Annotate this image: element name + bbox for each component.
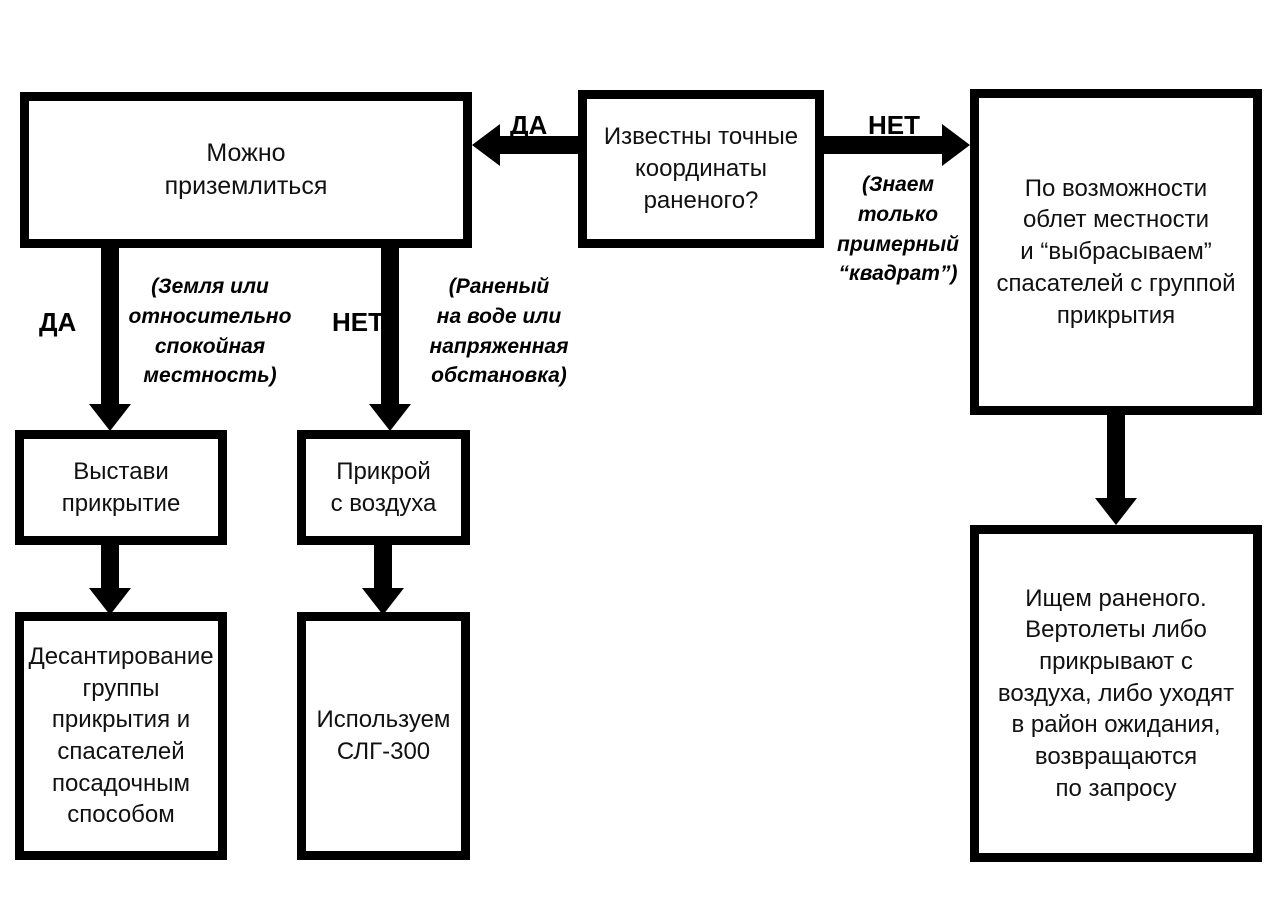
node-can-land[interactable]: Можно приземлиться <box>20 92 472 248</box>
edge-note-yes-left: (Земля или относительно спокойная местно… <box>128 275 292 388</box>
edge-note-no-left: (Раненый на воде или напряженная обстано… <box>429 275 569 388</box>
node-landing-drop-label: Десантирование группы прикрытия и спасат… <box>28 642 214 829</box>
node-set-cover-label: Выстави прикрытие <box>61 457 181 517</box>
node-landing-drop[interactable]: Десантирование группы прикрытия и спасат… <box>15 612 227 860</box>
connector-can-land-to-air-cover <box>381 240 399 412</box>
arrowhead-to-landing-drop <box>89 588 131 615</box>
arrowhead-to-flyover <box>942 124 970 166</box>
node-can-land-label: Можно приземлиться <box>164 139 328 200</box>
node-slg[interactable]: Используем СЛГ-300 <box>297 612 470 860</box>
node-air-cover-label: Прикрой с воздуха <box>330 457 437 517</box>
node-question-label: Известны точные координаты раненого? <box>603 123 799 214</box>
arrowhead-to-slg <box>362 588 404 615</box>
connector-can-land-to-set-cover <box>101 240 119 412</box>
edge-label-yes-top: ДА <box>510 110 548 140</box>
arrowhead-to-search <box>1095 498 1137 525</box>
node-question[interactable]: Известны точные координаты раненого? <box>578 90 824 248</box>
edge-label-no-left: НЕТ <box>332 307 384 337</box>
node-flyover-label: По возможности облет местности и “выбрас… <box>996 174 1236 329</box>
connector-air-cover-to-slg <box>374 540 392 596</box>
node-search[interactable]: Ищем раненого. Вертолеты либо прикрывают… <box>970 525 1262 862</box>
arrowhead-to-can-land <box>472 124 500 166</box>
node-set-cover[interactable]: Выстави прикрытие <box>15 430 227 545</box>
node-flyover[interactable]: По возможности облет местности и “выбрас… <box>970 89 1262 415</box>
edge-label-no-top: НЕТ <box>868 110 920 140</box>
connector-set-cover-to-landing-drop <box>101 540 119 596</box>
connector-question-to-can-land <box>500 136 580 154</box>
edge-note-no-top: (Знаем только примерный “квадрат”) <box>837 173 959 286</box>
node-slg-label: Используем СЛГ-300 <box>316 706 451 765</box>
node-air-cover[interactable]: Прикрой с воздуха <box>297 430 470 545</box>
edge-label-yes-left: ДА <box>39 307 77 337</box>
node-search-label: Ищем раненого. Вертолеты либо прикрывают… <box>997 584 1235 802</box>
arrowhead-to-air-cover <box>369 404 411 431</box>
connector-question-to-flyover <box>822 136 944 154</box>
connector-flyover-to-search <box>1107 410 1125 510</box>
arrowhead-to-set-cover <box>89 404 131 431</box>
